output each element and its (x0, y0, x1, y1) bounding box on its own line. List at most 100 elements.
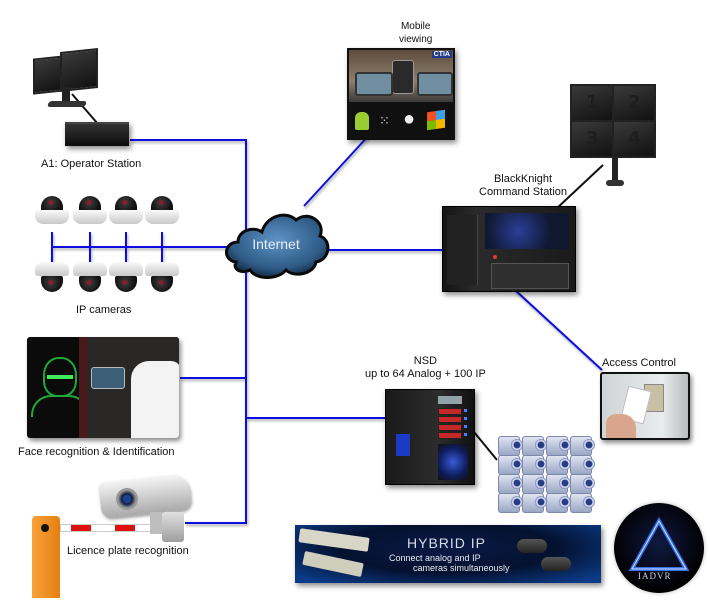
dome-camera-icon (109, 262, 143, 292)
analog-camera (570, 436, 595, 456)
tablet-icon (355, 72, 393, 96)
triangle-logo-icon (628, 516, 690, 571)
blackberry-icon: ⁙ (379, 113, 390, 128)
command-station-server-icon[interactable] (442, 206, 576, 292)
gate-light (41, 524, 49, 532)
wire-operator-station (130, 139, 247, 524)
wall-screen-4: 4 (612, 120, 656, 158)
analog-camera (546, 474, 571, 494)
ethernet-cable-icon (302, 550, 364, 578)
status-led (464, 433, 467, 436)
ip-cameras-label: IP cameras (76, 304, 132, 316)
analog-camera (522, 474, 547, 494)
hand (606, 414, 636, 438)
face-recognition-image[interactable] (27, 337, 179, 438)
wall-screen-2: 2 (612, 84, 656, 122)
bnc-connector-icon (517, 539, 547, 553)
licence-plate-label: Licence plate recognition (67, 545, 189, 557)
banner-subtitle: Connect analog and IP cameras simultaneo… (389, 553, 510, 573)
analog-camera (522, 436, 547, 456)
analog-camera (498, 493, 523, 513)
dome-camera-icon (73, 196, 107, 226)
video-wall[interactable]: 1 2 3 4 (568, 82, 676, 192)
analog-camera (522, 493, 547, 513)
dual-monitor-icon (60, 48, 98, 92)
side-vent (396, 434, 410, 456)
status-led (464, 425, 467, 428)
analog-camera (570, 474, 595, 494)
ip-cameras-group[interactable] (35, 196, 185, 296)
drive-bay (438, 424, 462, 431)
monitor-base (46, 101, 88, 107)
wall-mount-base (606, 180, 624, 186)
door-frame (79, 337, 87, 438)
operator-pc-box-icon (65, 122, 129, 146)
scan-bar (47, 375, 73, 379)
face-recognition-label: Face recognition & Identification (18, 446, 175, 458)
power-led (493, 255, 497, 259)
apple-icon: ● (403, 108, 416, 130)
windows-icon (427, 109, 445, 131)
command-station-label: BlackKnight Command Station (479, 173, 568, 198)
access-control-image[interactable] (600, 372, 690, 440)
analog-camera (546, 436, 571, 456)
camera-lens (116, 488, 138, 510)
fan-blue (438, 444, 468, 480)
wire-nsd-cameras (473, 431, 498, 461)
banner-title: HYBRID IP (407, 535, 487, 551)
analog-camera (570, 493, 595, 513)
hybrid-ip-banner[interactable]: HYBRID IP Connect analog and IP cameras … (295, 525, 601, 583)
access-control-label: Access Control (602, 357, 676, 369)
dome-camera-icon (73, 262, 107, 292)
wire-access-control (514, 289, 603, 371)
drive-bays (491, 263, 569, 289)
analog-camera (498, 436, 523, 456)
wall-screen-1: 1 (570, 84, 614, 122)
nsd-tower-server-icon[interactable] (385, 389, 475, 485)
logo-text: IADVR (638, 571, 672, 581)
analog-camera (498, 455, 523, 475)
analog-camera (546, 493, 571, 513)
camera-mount (150, 512, 162, 534)
dome-camera-icon (145, 262, 179, 292)
phone-icon (392, 60, 414, 94)
dome-camera-icon (109, 196, 143, 226)
operator-station[interactable] (30, 45, 140, 146)
mobile-viewing-image[interactable]: CTIA ⁙ ● (347, 48, 455, 140)
licence-plate-recognition[interactable] (30, 472, 195, 600)
analog-camera (522, 455, 547, 475)
internet-cloud-icon[interactable]: Internet (222, 204, 332, 284)
mobile-viewing-label: Mobile viewing (399, 21, 433, 45)
internet-label: Internet (252, 236, 300, 252)
analog-camera (570, 455, 595, 475)
ctia-badge: CTIA (431, 51, 452, 58)
analog-camera (498, 474, 523, 494)
status-led (464, 409, 467, 412)
lcd-panel (438, 396, 462, 404)
drive-bay (438, 416, 462, 423)
dome-camera-icon (35, 262, 69, 292)
dome-camera-icon (35, 196, 69, 226)
side-panel (447, 215, 478, 285)
analog-camera (546, 455, 571, 475)
wire-monitor-operator (71, 93, 99, 125)
window-panel (485, 213, 569, 249)
android-icon (355, 112, 369, 130)
dome-camera-icon (145, 196, 179, 226)
wire-videowall-command (554, 164, 604, 211)
nsd-label: NSD up to 64 Analog + 100 IP (365, 355, 486, 380)
terminal-device (91, 367, 125, 389)
status-led (464, 417, 467, 420)
operator-station-label: A1: Operator Station (41, 158, 142, 170)
bnc-connector-icon (541, 557, 571, 571)
iadvr-logo[interactable]: IADVR (614, 503, 704, 593)
drive-bay (438, 432, 462, 439)
monitor-stand (62, 87, 70, 103)
wall-screen-3: 3 (570, 120, 614, 158)
wall-bracket (162, 512, 184, 542)
wire-mobile (303, 132, 372, 207)
tablet-icon (417, 72, 453, 96)
ethernet-cable-icon (298, 528, 370, 552)
analog-cameras-cluster-icon[interactable] (498, 436, 602, 513)
